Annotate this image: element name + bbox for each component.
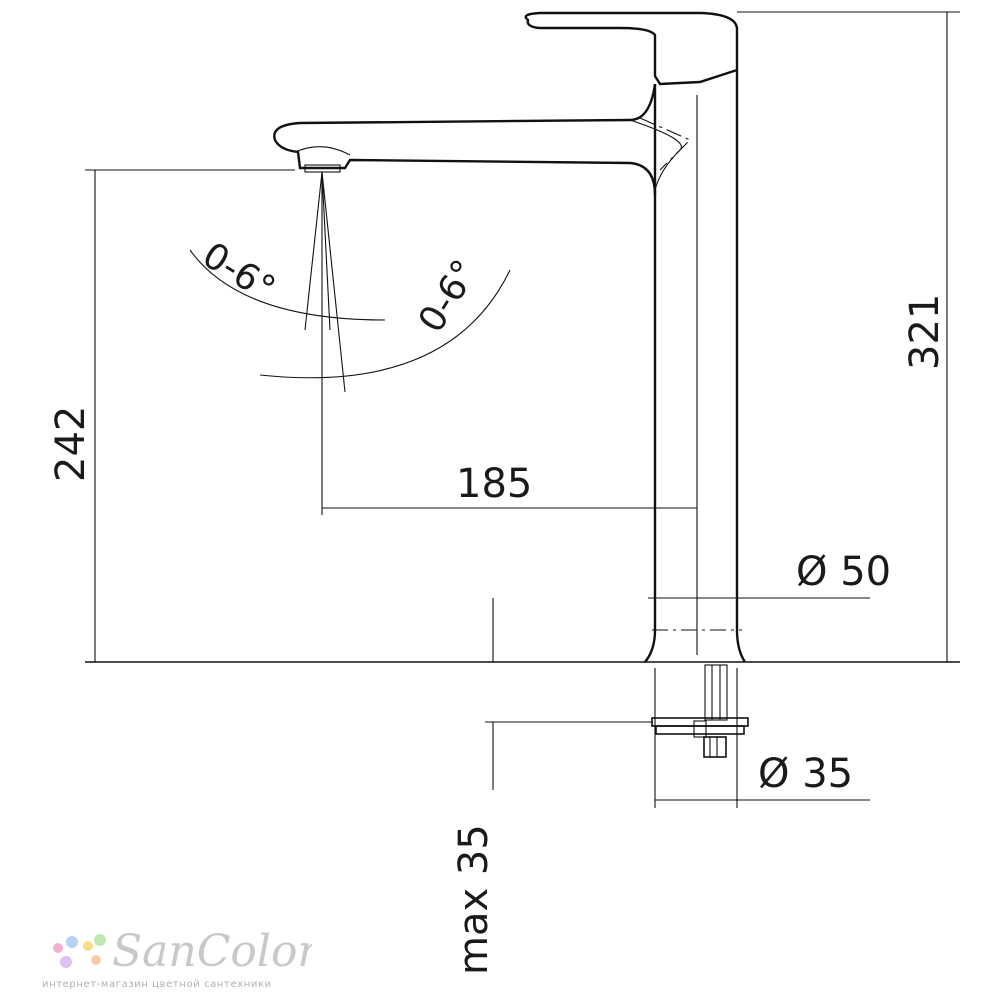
lever-handle — [524, 11, 739, 86]
angle-arc-left — [189, 249, 386, 321]
watermark-tagline: интернет-магазин цветной сантехники — [42, 979, 272, 990]
watermark-logo — [53, 934, 106, 968]
spray-angle-lines — [304, 171, 346, 515]
shank-diameter-label: Ø 35 — [758, 751, 853, 797]
watermark-brand: SanColor — [112, 926, 312, 977]
dimension-spout-height — [85, 169, 295, 662]
dimension-total-height — [737, 11, 960, 662]
spout — [273, 83, 691, 196]
reach-label: 185 — [456, 461, 532, 507]
angle-arc-right — [259, 269, 511, 379]
watermark-tagline-box: интернет-магазин цветной сантехники — [42, 976, 302, 992]
total-height-label: 321 — [902, 294, 948, 370]
body-diameter-label: Ø 50 — [796, 549, 891, 595]
faucet-body — [644, 70, 747, 663]
watermark-dot — [53, 943, 63, 953]
watermark-dot — [66, 936, 78, 948]
dimension-max-countertop — [485, 598, 652, 790]
watermark-dot — [60, 956, 72, 968]
angle-left-label: 0-6° — [195, 235, 282, 310]
watermark-dot — [94, 934, 106, 946]
watermark-text: SanColor — [112, 922, 321, 992]
max-countertop-label: max 35 — [451, 824, 497, 975]
angle-right-label: 0-6° — [411, 253, 486, 340]
watermark-dot — [91, 955, 101, 965]
watermark-dot — [83, 941, 93, 951]
mounting-shank — [651, 664, 749, 808]
spout-height-label: 242 — [48, 406, 94, 482]
